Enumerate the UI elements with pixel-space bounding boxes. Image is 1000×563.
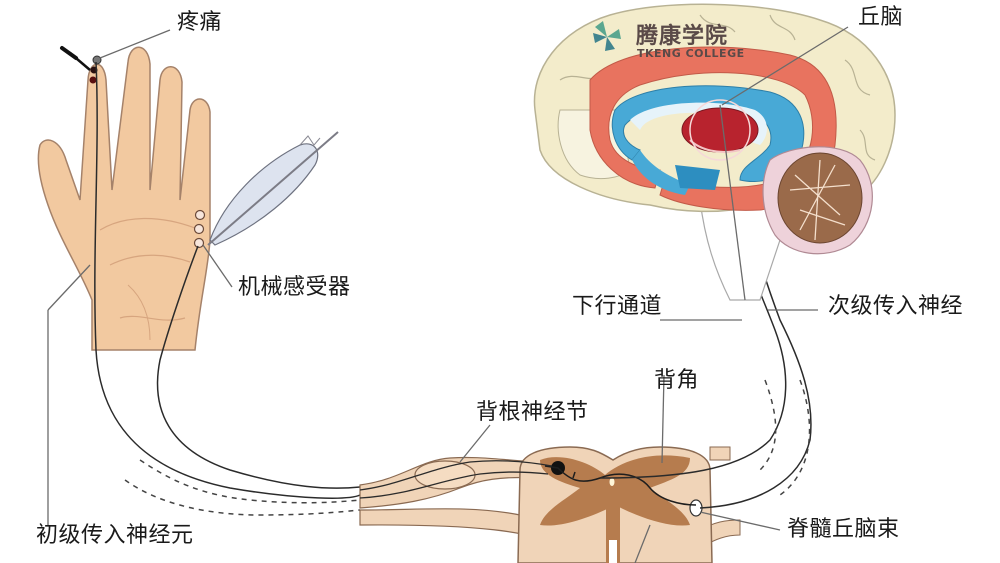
leader-lines [47,26,849,563]
label-spinothalamic-tract: 脊髓丘脑束 [787,517,900,542]
label-secondary-afferent-nerve: 次级传入神经 [828,294,964,319]
hand-illustration [37,46,211,351]
label-primary-afferent-neuron: 初级传入神经元 [36,523,194,548]
spinal-cord-section [359,446,741,563]
watermark-title-cn: 腾康学院 [636,24,729,49]
pin-icon [60,46,91,71]
feather-icon [207,131,339,246]
label-dorsal-root-ganglion: 背根神经节 [476,400,589,425]
brain-illustration [533,3,896,301]
watermark-title-en: TKENG COLLEGE [637,47,745,60]
label-thalamus: 丘脑 [858,5,904,30]
watermark-logo-icon [593,21,621,51]
label-dorsal-horn: 背角 [654,368,700,393]
label-descending-pathway: 下行通道 [572,294,663,319]
label-mechanoreceptor: 机械感受器 [238,275,351,300]
cerebellum [762,146,873,255]
label-pain: 疼痛 [177,10,223,35]
